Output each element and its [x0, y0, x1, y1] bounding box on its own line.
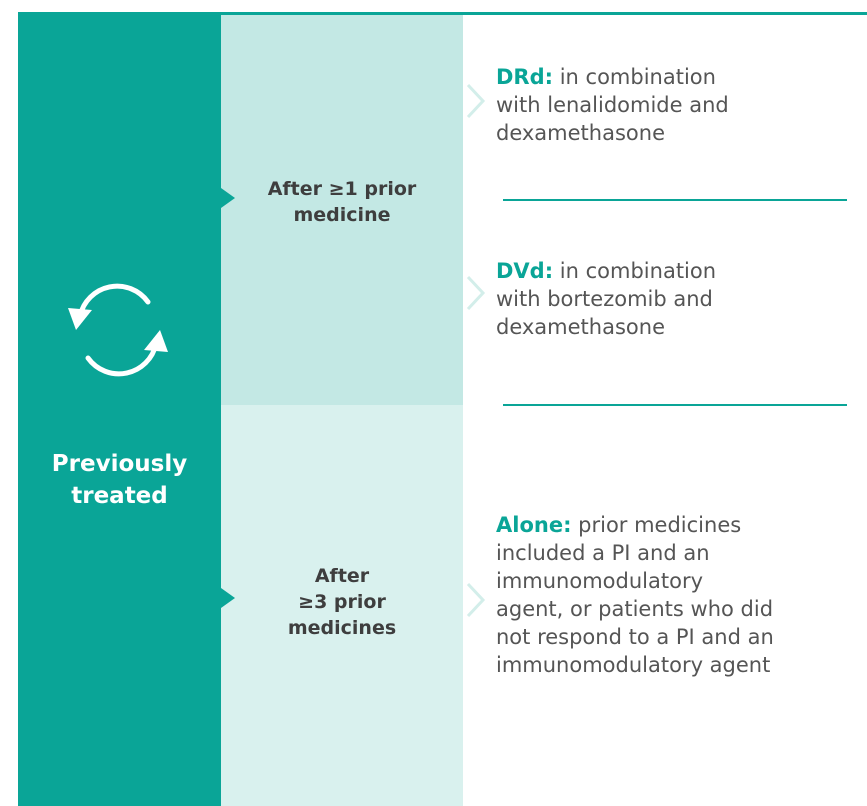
after-3-prior-label: After ≥3 prior medicines [221, 563, 463, 641]
alone-description: Alone: prior medicines included a PI and… [496, 511, 856, 679]
chevron-right-icon [466, 275, 486, 311]
drd-line1: DRd: in combination [496, 63, 856, 91]
alone-key: Alone: [496, 513, 572, 537]
previously-treated-label: Previously treated [18, 448, 221, 512]
alone-line2: included a PI and an [496, 541, 710, 565]
chevron-right-icon [466, 83, 486, 119]
after-3-prior-line3: medicines [287, 617, 397, 639]
divider-1 [503, 199, 847, 201]
alone-line1-text: prior medicines [571, 513, 742, 537]
alone-line5: not respond to a PI and an [496, 625, 774, 649]
drd-line3: dexamethasone [496, 121, 665, 145]
alone-line1: Alone: prior medicines [496, 511, 856, 539]
dvd-line1-text: in combination [553, 259, 717, 283]
after-1-prior-line2: medicine [293, 204, 391, 226]
alone-line4: agent, or patients who did [496, 597, 774, 621]
previously-treated-line2: treated [71, 483, 168, 509]
previously-treated-line1: Previously [51, 451, 188, 477]
alone-line6: immunomodulatory agent [496, 653, 771, 677]
chevron-right-icon [466, 582, 486, 618]
arrow-notch-row2 [221, 588, 235, 608]
drd-line1-text: in combination [553, 65, 716, 89]
dvd-description: DVd: in combination with bortezomib and … [496, 257, 856, 341]
after-1-prior-line1: After ≥1 prior [267, 178, 417, 200]
dvd-key: DVd: [496, 259, 554, 283]
dvd-line1: DVd: in combination [496, 257, 856, 285]
after-3-prior-band [221, 405, 463, 806]
after-3-prior-line2: ≥3 prior [298, 591, 386, 613]
after-1-prior-band [221, 15, 463, 405]
dvd-line3: dexamethasone [496, 315, 665, 339]
dvd-line2: with bortezomib and [496, 287, 713, 311]
drd-line2: with lenalidomide and [496, 93, 729, 117]
previously-treated-column [18, 12, 221, 806]
after-3-prior-line1: After [314, 565, 370, 587]
arrow-notch-row1 [221, 188, 235, 208]
after-1-prior-label: After ≥1 prior medicine [221, 176, 463, 228]
drd-description: DRd: in combination with lenalidomide an… [496, 63, 856, 147]
top-rule [18, 12, 867, 15]
drd-key: DRd: [496, 65, 554, 89]
refresh-cycle-icon [68, 283, 168, 377]
alone-line3: immunomodulatory [496, 569, 704, 593]
divider-2 [503, 404, 847, 406]
